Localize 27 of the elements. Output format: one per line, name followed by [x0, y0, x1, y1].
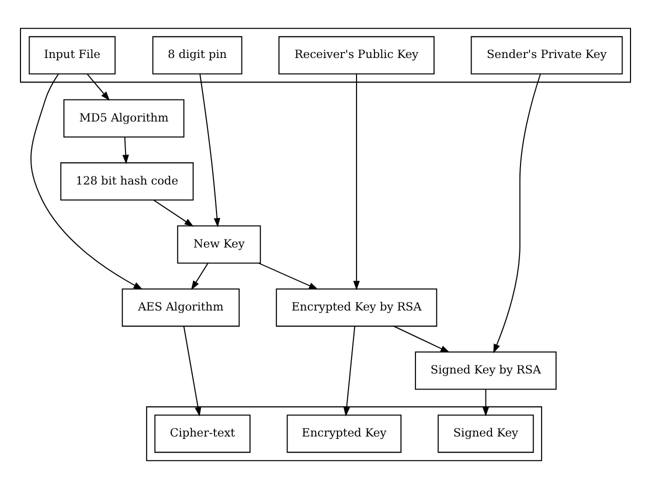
node-box: Signed Key by RSA [414, 351, 557, 390]
node-box: Signed Key [438, 414, 534, 452]
arrow [153, 199, 194, 226]
node-box: 128 bit hash code [60, 162, 194, 200]
arrow [191, 262, 208, 290]
node-box: Encrypted Key by RSA [276, 288, 438, 326]
node-box: New Key [177, 224, 261, 264]
node-box: Input File [28, 36, 116, 74]
arrow [86, 73, 110, 100]
arrow [394, 325, 450, 352]
arrow [30, 73, 143, 290]
arrow [343, 326, 356, 416]
node-box: Receiver's Public Key [278, 36, 435, 74]
node-box: AES Algorithm [122, 288, 240, 326]
node-box: Sender's Private Key [470, 36, 623, 74]
arrow [122, 136, 129, 164]
arrow [482, 388, 490, 416]
arrow [493, 73, 541, 353]
arrow [353, 73, 360, 290]
node-box: 8 digit pin [152, 36, 242, 74]
arrow [183, 326, 202, 416]
arrow [258, 262, 318, 290]
cluster [20, 27, 632, 82]
node-box: Encrypted Key [286, 414, 402, 452]
node-box: Cipher-text [154, 414, 251, 452]
arrow [199, 73, 220, 227]
node-box: MD5 Algorithm [63, 98, 184, 137]
